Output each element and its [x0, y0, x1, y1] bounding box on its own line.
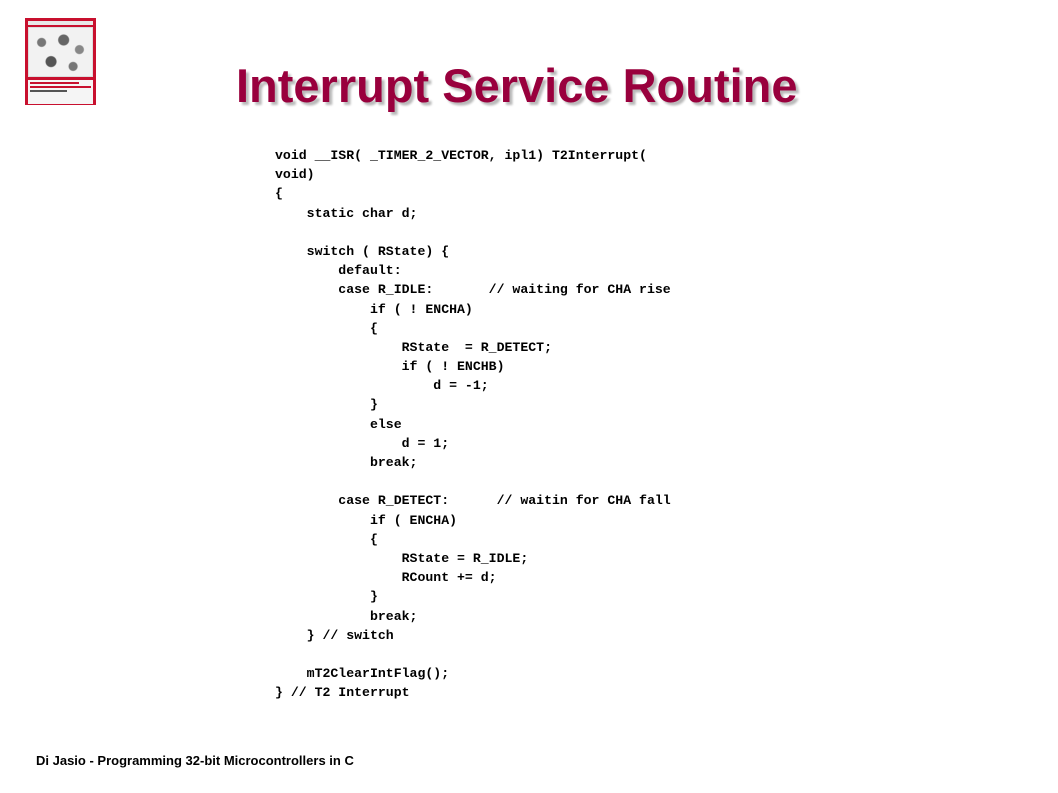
code-line: static char d;	[275, 205, 418, 221]
code-line: case R_DETECT: // waitin for CHA fall	[275, 493, 671, 509]
code-line: RState = R_DETECT;	[275, 339, 552, 355]
code-line	[275, 645, 671, 664]
code-line	[275, 223, 671, 242]
code-line: default:	[275, 263, 402, 279]
slide-footer: Di Jasio - Programming 32-bit Microcontr…	[36, 753, 354, 768]
code-line: }	[275, 397, 378, 413]
code-line: RCount += d;	[275, 570, 497, 586]
code-line: {	[275, 186, 283, 202]
code-line: if ( ENCHA)	[275, 512, 458, 528]
code-line: if ( ! ENCHA)	[275, 301, 473, 317]
code-line: mT2ClearIntFlag();	[275, 666, 450, 682]
code-line: }	[275, 589, 378, 605]
code-line: case R_IDLE: // waiting for CHA rise	[275, 282, 671, 298]
code-line: {	[275, 320, 378, 336]
slide-title: Interrupt Service Routine	[236, 59, 798, 112]
code-line: } // T2 Interrupt	[275, 685, 410, 701]
code-line: } // switch	[275, 627, 394, 643]
code-listing: void __ISR( _TIMER_2_VECTOR, ipl1) T2Int…	[275, 146, 671, 702]
code-line: d = 1;	[275, 435, 450, 451]
code-line: if ( ! ENCHB)	[275, 359, 505, 375]
cover-text-block	[28, 80, 93, 104]
code-line: break;	[275, 455, 418, 470]
code-line: void __ISR( _TIMER_2_VECTOR, ipl1) T2Int…	[275, 148, 647, 163]
code-line: {	[275, 531, 378, 547]
code-line: void)	[275, 167, 315, 183]
code-line	[275, 472, 671, 491]
book-cover-image	[25, 18, 96, 105]
code-line: switch ( RState) {	[275, 243, 450, 259]
code-line: RState = R_IDLE;	[275, 550, 529, 566]
code-line: break;	[275, 608, 418, 624]
cover-artwork	[28, 27, 93, 77]
code-line: d = -1;	[275, 378, 489, 394]
code-line: else	[275, 416, 402, 432]
cover-top-band	[28, 21, 93, 25]
